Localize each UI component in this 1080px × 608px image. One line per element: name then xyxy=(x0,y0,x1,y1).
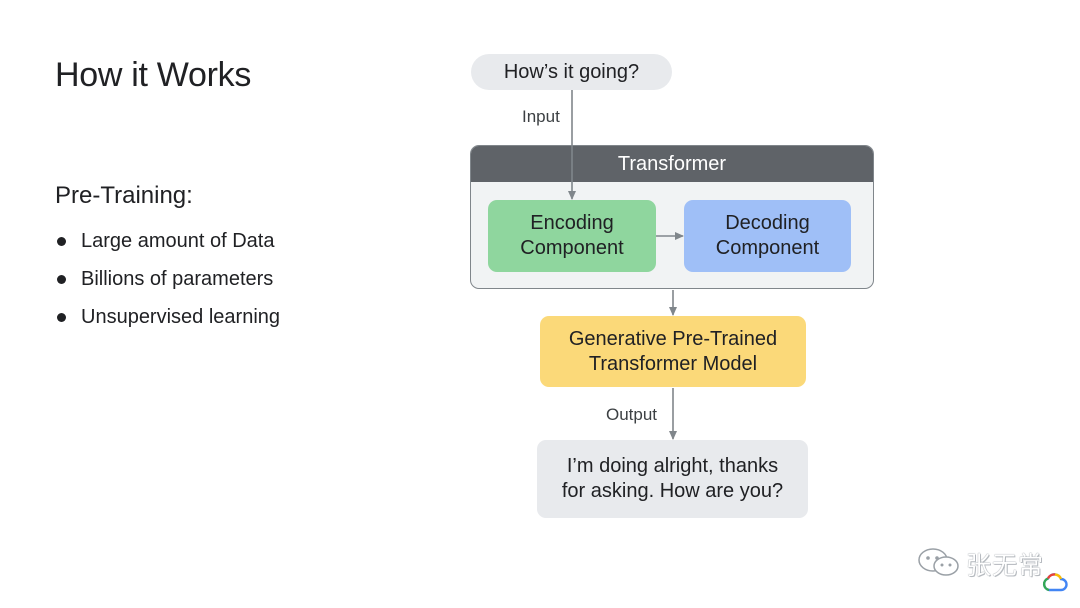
wechat-icon xyxy=(918,548,959,576)
decoding-line2: Component xyxy=(715,237,820,259)
encoding-line2: Component xyxy=(520,237,624,259)
page-title: How it Works xyxy=(55,56,252,94)
bullet-item: Large amount of Data xyxy=(55,222,280,260)
pretraining-list: Large amount of Data Billions of paramet… xyxy=(55,222,280,336)
encoding-component: Encoding Component xyxy=(488,200,656,272)
gpt-model-box: Generative Pre-Trained Transformer Model xyxy=(540,316,806,387)
input-label: Input xyxy=(522,107,560,126)
transformer-label: Transformer xyxy=(617,152,727,175)
decoding-component: Decoding Component xyxy=(684,200,851,272)
gpt-line1: Generative Pre-Trained xyxy=(568,327,778,350)
watermark-text: 张无常 xyxy=(966,552,1045,580)
bullet-item: Billions of parameters xyxy=(55,260,280,298)
bullet-item: Unsupervised learning xyxy=(55,298,280,336)
input-bubble: How’s it going? xyxy=(471,54,672,90)
decoding-line1: Decoding xyxy=(725,212,810,234)
transformer-header: Transformer xyxy=(471,146,873,182)
output-label: Output xyxy=(606,405,658,424)
input-text: How’s it going? xyxy=(503,60,640,83)
output-line1: I’m doing alright, thanks xyxy=(566,455,779,477)
output-bubble: I’m doing alright, thanks for asking. Ho… xyxy=(537,440,808,518)
pretraining-heading: Pre-Training: xyxy=(55,182,193,209)
output-line2: for asking. How are you? xyxy=(561,480,784,502)
gpt-line2: Transformer Model xyxy=(588,352,758,375)
google-cloud-icon xyxy=(1042,573,1068,592)
encoding-line1: Encoding xyxy=(530,212,614,234)
